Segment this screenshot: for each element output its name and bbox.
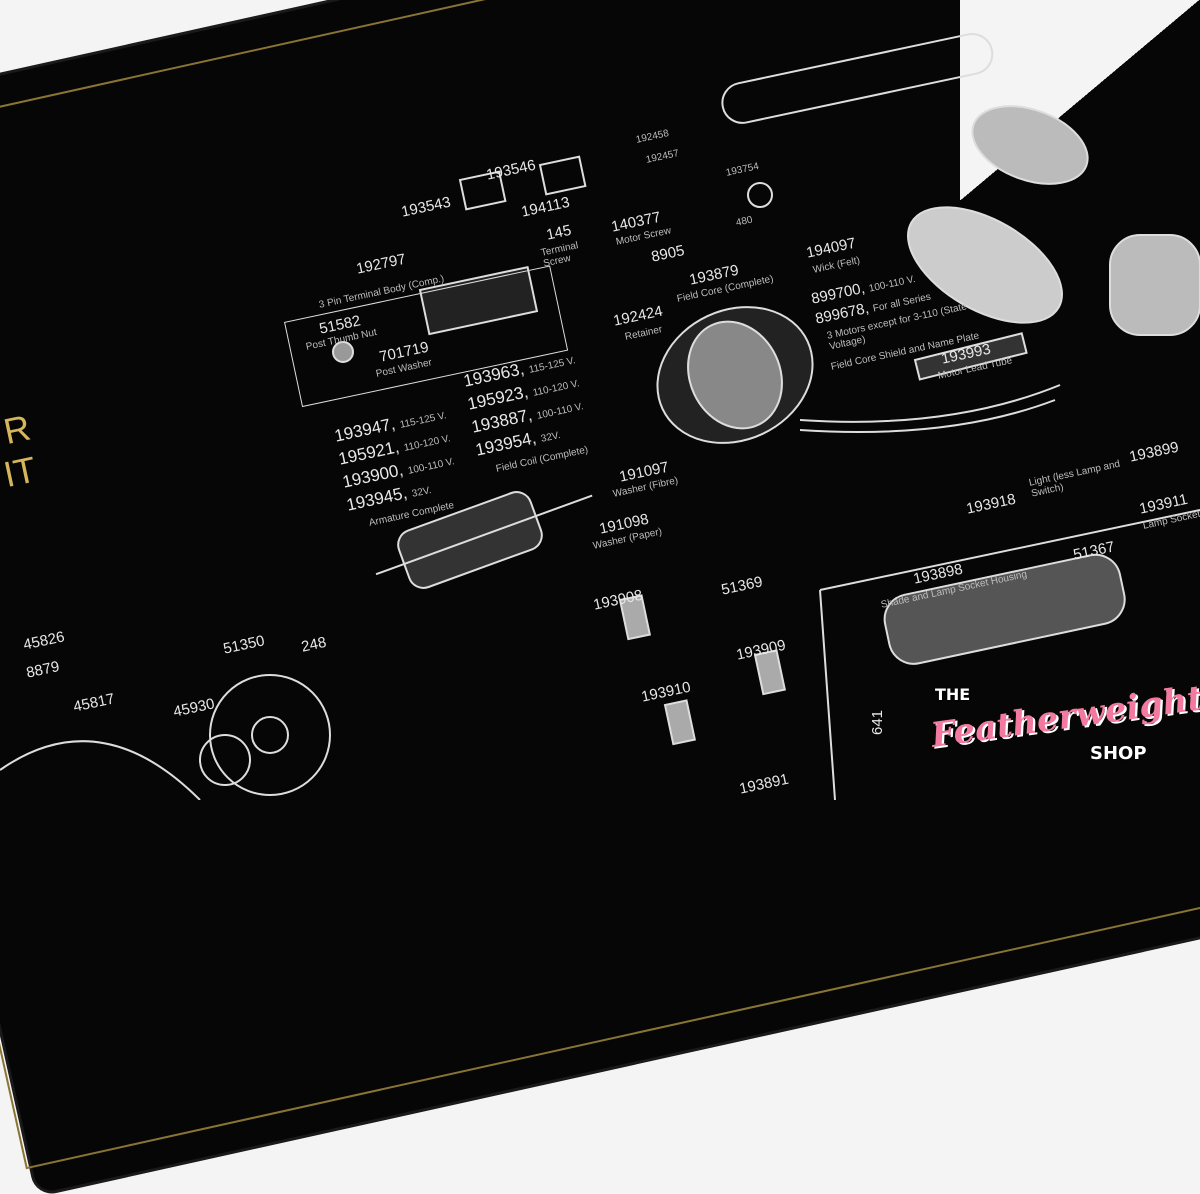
shade-drawing [883,553,1126,665]
handwheel-drawing [0,740,201,800]
small-part-drawing [618,594,652,641]
featherweight-shop-logo: THE Featherweight SHOP [925,655,1200,785]
washer-drawing [199,734,251,786]
logo-the: THE [935,685,971,704]
lead-tube-drawing [913,332,1028,381]
pulley-cover-drawing [971,105,1089,185]
pulley-drawing [209,674,331,796]
small-part-drawing [747,182,773,208]
thumb-nut-drawing [332,341,354,363]
terminal-body-drawing [418,265,539,336]
lead-wires [799,384,1061,433]
voltage: 32V. [539,430,562,445]
belt-drawing [721,33,994,124]
motor-shield-drawing [907,206,1063,324]
brush-holder-drawing [538,155,587,196]
light-box [819,509,1200,800]
motor-housing-drawing [1109,234,1200,336]
logo-shop: SHOP [1090,743,1147,764]
small-part-drawing [663,699,697,746]
part-label: 641 [869,709,886,735]
voltage: 32V. [410,485,433,500]
armature-drawing [375,491,593,589]
small-part-drawing [753,649,787,696]
brush-holder-drawing [458,170,507,211]
pulley-hub [251,716,289,754]
parts-illustrations [0,33,1200,800]
field-core-center [687,320,783,430]
